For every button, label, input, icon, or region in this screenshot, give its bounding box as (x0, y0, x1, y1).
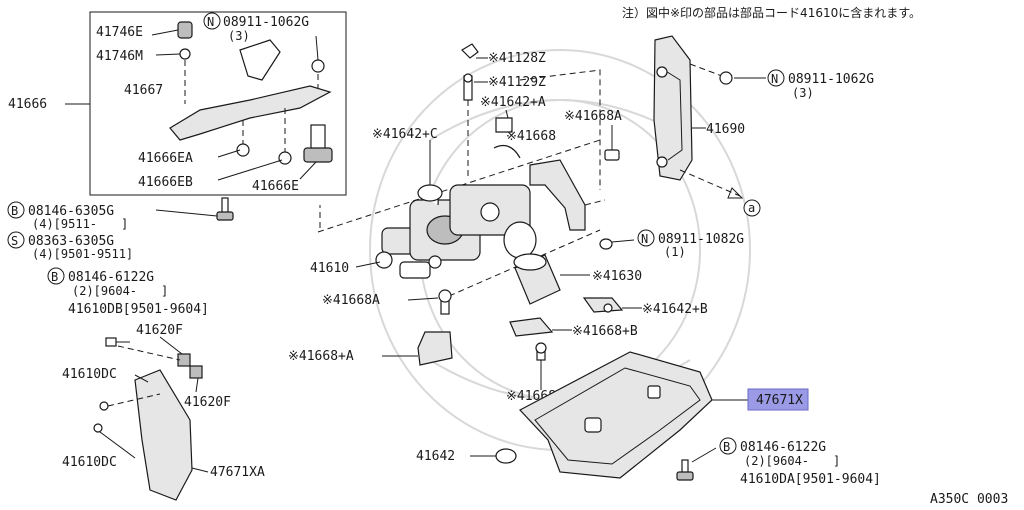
symbol-a-circle (743, 199, 761, 217)
label-x41630: ※41630 (592, 269, 642, 284)
label-41610dc-b: 41610DC (62, 455, 117, 470)
tray-47671x (470, 351, 748, 479)
label-x41668a-mid: ※41668A (322, 293, 380, 308)
label-08146-6305g-sub: (4)[9511- ] (32, 217, 128, 231)
label-41620f-bot: 41620F (184, 395, 231, 410)
label-x41642c: ※41642+C (372, 127, 438, 142)
label-41666ea: 41666EA (138, 151, 193, 166)
label-08911-1082g-qty: (1) (664, 245, 686, 259)
symbol-b-circle-2 (47, 267, 65, 285)
highlight-47671x (747, 388, 809, 411)
label-41666: 41666 (8, 97, 47, 112)
label-08911-1082g: 08911-1082G (658, 232, 744, 247)
parts-note: 注）図中※印の部品は部品コード41610に含まれます。 (622, 5, 921, 20)
symbol-b-1: B (11, 204, 18, 218)
label-x41668a-low: ※41668+A (288, 349, 354, 364)
brackets-low (382, 289, 547, 390)
label-08911-1062g-right-qty: (3) (792, 86, 814, 100)
label-08146-6122g-right: 08146-6122G (740, 440, 826, 455)
symbol-n-3: N (641, 232, 648, 246)
label-08363-6305g-sub: (4)[9501-9511] (32, 247, 133, 261)
bolt-group-right (676, 447, 717, 481)
main-assembly-41610 (317, 139, 601, 301)
symbol-b-3: B (723, 440, 730, 454)
label-08911-1062g-right: 08911-1062G (788, 72, 874, 87)
fittings-top (461, 43, 601, 190)
clips-mid (509, 297, 642, 337)
symbol-n-circle-3 (637, 229, 655, 247)
label-x41129z: ※41129Z (488, 75, 546, 90)
canister-41630 (513, 253, 590, 305)
symbol-n-circle (203, 12, 221, 30)
label-08146-6122g-left: 08146-6122G (68, 270, 154, 285)
label-41620f-top: 41620F (136, 323, 183, 338)
label-x41668a-top: ※41668A (564, 109, 622, 124)
symbol-n-2: N (771, 72, 778, 86)
label-08911-1062g-top-qty: (3) (228, 29, 250, 43)
label-41666e: 41666E (252, 179, 299, 194)
label-41610db: 41610DB[9501-9604] (68, 302, 209, 317)
bracket-41668 (529, 125, 635, 250)
label-41667: 41667 (124, 83, 163, 98)
label-08146-6305g: 08146-6305G (28, 204, 114, 219)
symbol-b-circle-1 (7, 201, 25, 219)
label-41666eb: 41666EB (138, 175, 193, 190)
label-41746e: 41746E (96, 25, 143, 40)
label-47671xa: 47671XA (210, 465, 265, 480)
label-x41128z: ※41128Z (488, 51, 546, 66)
label-08146-6122g-right-sub: (2)[9604- ] (744, 454, 840, 468)
bolt-group-left (155, 197, 234, 221)
symbol-a: a (748, 201, 755, 215)
bracket-subassembly (65, 11, 347, 196)
label-41746m: 41746M (96, 49, 143, 64)
label-x41668: ※41668 (506, 129, 556, 144)
label-41642: 41642 (416, 449, 455, 464)
label-41690: 41690 (706, 122, 745, 137)
label-41610dc-a: 41610DC (62, 367, 117, 382)
label-08911-1062g-top: 08911-1062G (223, 15, 309, 30)
label-41610: 41610 (310, 261, 349, 276)
symbol-n: N (207, 15, 214, 29)
label-41610da: 41610DA[9501-9604] (740, 472, 881, 487)
symbol-b-circle-3 (719, 437, 737, 455)
figure-code: A350C 0003 (930, 492, 1008, 507)
label-x41668b: ※41668+B (572, 324, 638, 339)
symbol-b-2: B (51, 270, 58, 284)
label-47671x: 47671X (756, 393, 803, 408)
label-x41642a: ※41642+A (480, 95, 546, 110)
symbol-s-circle (7, 231, 25, 249)
symbol-s: S (11, 234, 18, 248)
bracket-41690 (653, 35, 766, 199)
symbol-n-circle-2 (767, 69, 785, 87)
label-x41642b: ※41642+B (642, 302, 708, 317)
label-08363-6305g: 08363-6305G (28, 234, 114, 249)
label-08146-6122g-left-sub: (2)[9604- ] (72, 284, 168, 298)
cover-47671xa (93, 336, 209, 501)
